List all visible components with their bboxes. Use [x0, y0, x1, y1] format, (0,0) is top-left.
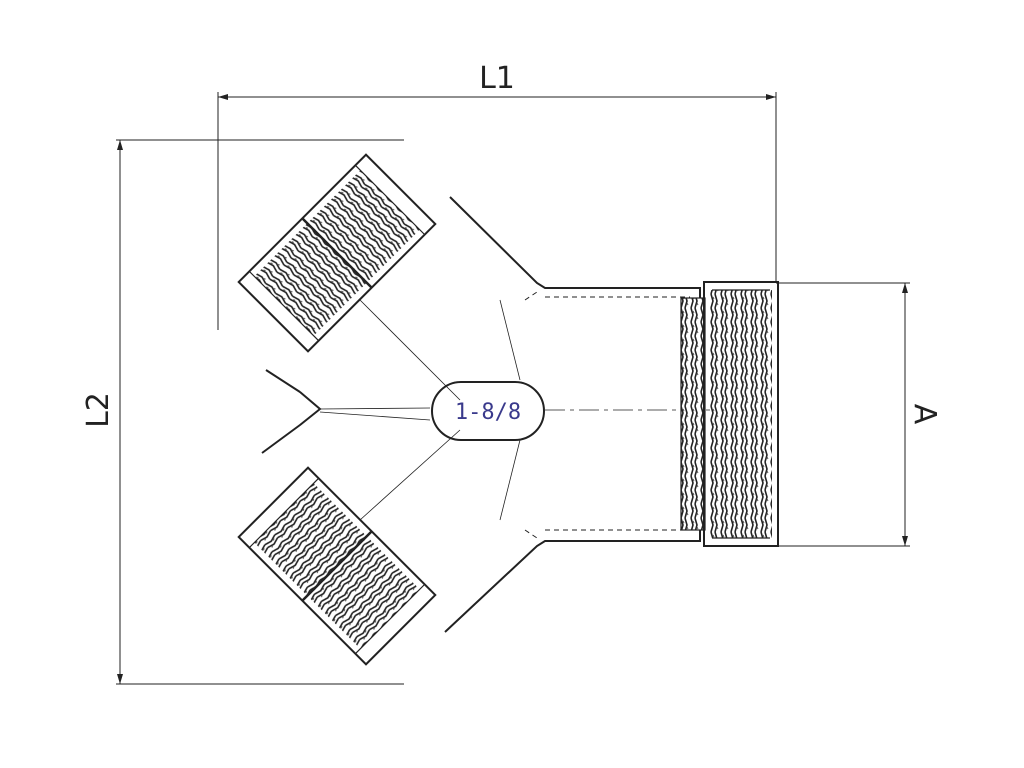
dimension-a: A [776, 282, 942, 547]
dimension-l1: L1 [217, 61, 777, 330]
lower-left-thread [237, 466, 437, 666]
dimension-label-l1: L1 [479, 61, 515, 96]
body-marking: 1-8/8 [431, 381, 545, 441]
dimension-label-l2: L2 [81, 392, 116, 428]
right-male-thread [680, 281, 779, 547]
dimension-label-a: A [907, 404, 942, 425]
dimension-l2: L2 [81, 139, 404, 685]
marking-text: 1-8/8 [455, 400, 521, 425]
upper-left-thread [237, 153, 437, 353]
